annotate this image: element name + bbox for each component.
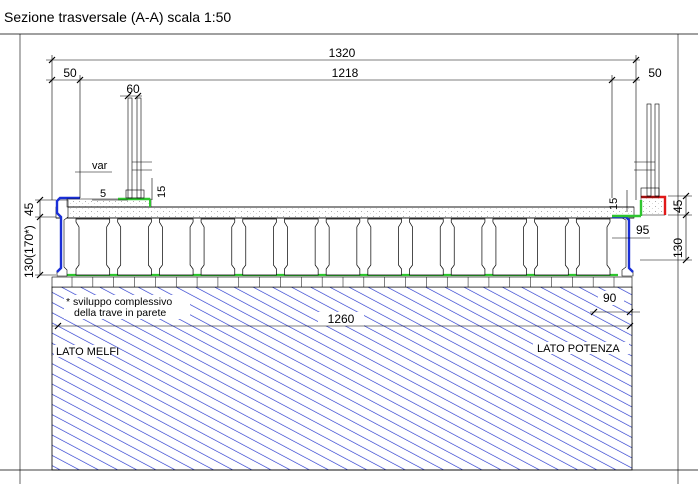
- right-edge-beam-outline: [612, 215, 634, 273]
- girder: [409, 218, 444, 276]
- dimension-lines: [35, 55, 692, 327]
- dim90-bg: [598, 291, 624, 305]
- note-background: [64, 295, 190, 319]
- dim-total-width: 1320: [329, 46, 356, 60]
- left-railing: [125, 97, 152, 199]
- girder: [159, 218, 194, 276]
- dim-small-5: 5: [100, 188, 106, 200]
- bearing-strip: [51, 276, 633, 288]
- right-side-bg: [533, 342, 629, 354]
- left-edge-beam-outline: [55, 196, 80, 273]
- note-development-line1: * sviluppo complessivo: [66, 296, 172, 308]
- dim-wall-offset-90: 90: [603, 291, 617, 305]
- dim-cantilever-95: 95: [636, 223, 650, 237]
- dim-girder-height-right: 130: [671, 238, 685, 258]
- girder: [534, 218, 569, 276]
- girder: [200, 218, 236, 276]
- dim-curb-15-left: 15: [156, 186, 168, 198]
- dim-wall-width: 1260: [328, 312, 355, 326]
- girder: [117, 218, 152, 276]
- side-label-right: LATO POTENZA: [537, 343, 620, 355]
- girder: [75, 218, 111, 276]
- precast-girders: [75, 218, 611, 276]
- dim-right-edge: 50: [648, 66, 662, 80]
- girder: [242, 218, 277, 276]
- bearing-ticks: [71, 277, 615, 287]
- girder: [575, 218, 611, 276]
- dim-left-edge: 50: [63, 66, 77, 80]
- dim-girder-height-left: 130(170*): [22, 225, 36, 278]
- right-edge-beam: [621, 217, 634, 277]
- wall-dim-background: [318, 312, 364, 326]
- right-railing: [634, 103, 660, 198]
- girder: [367, 218, 402, 276]
- dim-slab-45-right: 45: [671, 199, 685, 213]
- left-edge-beam: [56, 199, 69, 277]
- dim-inner-width: 1218: [332, 66, 359, 80]
- dim-slab-45-left: 45: [22, 202, 36, 216]
- dim-var: var: [92, 160, 108, 172]
- left-side-bg: [54, 345, 110, 357]
- girder: [284, 218, 319, 276]
- deck-slab: [55, 206, 635, 219]
- side-label-left: LATO MELFI: [56, 346, 119, 358]
- girder: [450, 218, 486, 276]
- note-development-line2: della trave in parete: [74, 307, 166, 319]
- girder: [492, 218, 527, 276]
- dimension-ticks: [36, 56, 690, 330]
- girder: [325, 218, 361, 276]
- dim-railing-post: 60: [126, 82, 140, 96]
- dim-curb-15-right: 15: [608, 198, 620, 210]
- right-curb: [640, 196, 666, 216]
- drawing-title: Sezione trasversale (A-A) scala 1:50: [4, 9, 231, 25]
